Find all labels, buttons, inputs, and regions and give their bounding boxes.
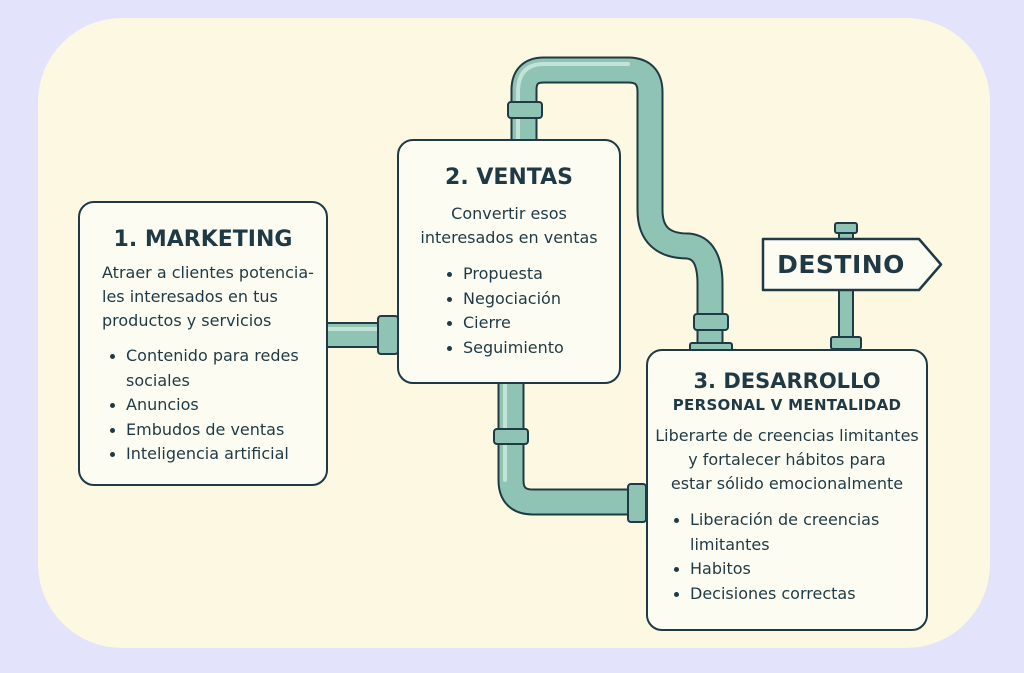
destino-sign: DESTINO [761, 237, 943, 292]
card-marketing: 1. MARKETING Atraer a clientes potencia-… [78, 201, 328, 486]
description-line: productos y servicios [102, 311, 272, 330]
card-description: Liberarte de creencias limitantes y fort… [648, 424, 926, 496]
card-description: Convertir esos interesados en ventas [399, 202, 619, 250]
list-item: Habitos [669, 557, 926, 582]
arrow-sign-icon [761, 237, 943, 292]
card-title: 3. DESARROLLO [693, 369, 881, 393]
list-item: Seguimiento [442, 336, 619, 361]
list-item: Negociación [442, 287, 619, 312]
pipe-marketing-ventas [325, 315, 401, 355]
card-desarrollo: 3. DESARROLLO PERSONAL V MENTALIDAD Libe… [646, 349, 928, 631]
destino-label: DESTINO [777, 250, 905, 279]
card-title: 2. VENTAS [445, 165, 573, 190]
list-item: Anuncios [105, 393, 326, 418]
description-line: Liberarte de creencias limitantes [655, 426, 919, 445]
list-item: Embudos de ventas [105, 418, 326, 443]
list-item: Propuesta [442, 262, 619, 287]
list-item: Cierre [442, 311, 619, 336]
bullet-list: Propuesta Negociación Cierre Seguimiento [442, 262, 619, 360]
description-line: Convertir esos [451, 204, 567, 223]
card-subtitle: PERSONAL V MENTALIDAD [672, 396, 902, 414]
description-line: Atraer a clientes potencia- [102, 263, 314, 282]
description-line: les interesados en tus [102, 287, 278, 306]
description-line: interesados en ventas [420, 228, 598, 247]
pipe-ventas-desarrollo-bottom [493, 382, 647, 523]
card-title: 1. MARKETING [113, 227, 293, 252]
card-ventas: 2. VENTAS Convertir esos interesados en … [397, 139, 621, 384]
description-line: estar sólido emocionalmente [670, 474, 904, 493]
card-description: Atraer a clientes potencia- les interesa… [102, 261, 326, 333]
list-item: Inteligencia artificial [105, 442, 326, 467]
description-line: y fortalecer hábitos para [688, 450, 886, 469]
list-item: Decisiones correctas [669, 582, 926, 607]
